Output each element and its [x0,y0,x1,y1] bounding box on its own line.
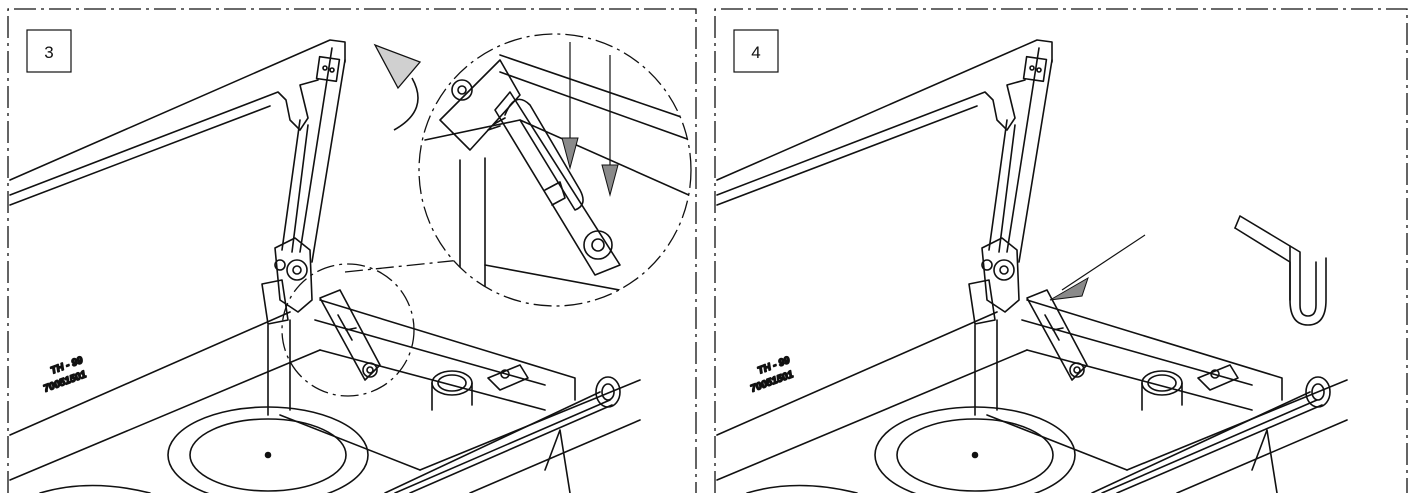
pin-leader-line [1061,234,1146,291]
focus-circle [281,263,415,397]
hinge-assembly-4 [968,237,1088,381]
hinge-pin [1234,215,1327,326]
control-knob-4 [1141,364,1239,411]
stove-body [9,299,641,493]
step-3-box [26,29,72,73]
lid-open [9,39,346,263]
step-4-number: 4 [751,43,760,62]
front-rail [384,376,621,493]
panel-step-4: 4 [714,8,1408,493]
panel-4-frame [714,8,1408,493]
arrow-down-left [561,137,579,170]
hinge-assembly [261,237,381,381]
arrow-pin-removal [1049,276,1089,301]
stove-body-4 [716,299,1348,493]
panel-4-serial-label: 70051501 [749,369,795,395]
panel-step-3: 3 [7,8,697,493]
step-4-box [733,29,779,73]
hotplate [39,406,369,493]
arrow-down-right [601,164,619,197]
rotate-arrow-icon [373,43,422,131]
detail-leader [344,257,481,273]
panel-3-serial-label: 70051501 [42,369,88,395]
control-knob [431,364,529,411]
step-3-number: 3 [44,43,53,62]
front-rail-4 [1091,376,1331,493]
panel-3-frame [7,8,697,493]
detail-magnifier [418,33,692,307]
hotplate-4 [746,406,1076,493]
lid-open-4 [716,39,1053,263]
